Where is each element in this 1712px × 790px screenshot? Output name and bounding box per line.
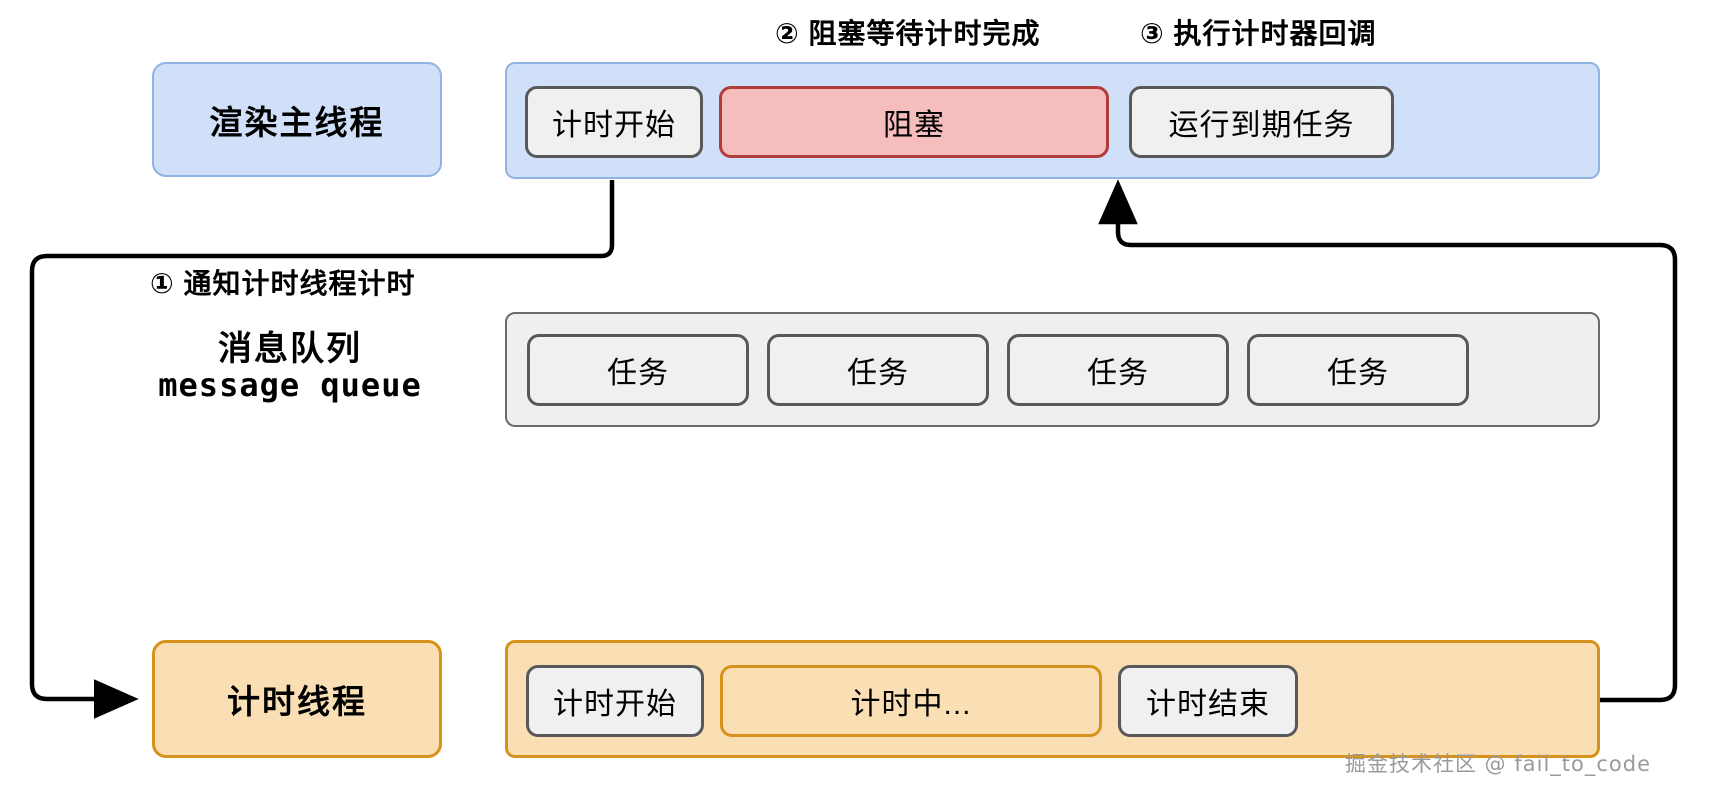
- lane-track-timer-thread: 计时开始 计时中... 计时结束: [505, 640, 1600, 758]
- watermark-text: 掘金技术社区 @ fail_to_code: [1345, 752, 1652, 776]
- queue-task-1[interactable]: 任务: [527, 334, 749, 406]
- queue-task-3[interactable]: 任务: [1007, 334, 1229, 406]
- lane-track-message-queue: 任务 任务 任务 任务: [505, 312, 1600, 427]
- main-chip-run-due-task[interactable]: 运行到期任务: [1129, 86, 1394, 158]
- main-chip-blocked[interactable]: 阻塞: [719, 86, 1109, 158]
- lane-track-main-thread: 计时开始 阻塞 运行到期任务: [505, 62, 1600, 179]
- message-queue-label-en: message queue: [158, 366, 422, 405]
- queue-task-4[interactable]: 任务: [1247, 334, 1469, 406]
- main-chip-timer-start[interactable]: 计时开始: [525, 86, 703, 158]
- message-queue-label-cn: 消息队列: [218, 330, 362, 368]
- timer-chip-end[interactable]: 计时结束: [1118, 665, 1298, 737]
- queue-task-2[interactable]: 任务: [767, 334, 989, 406]
- wire-timer-done-callback: [1098, 179, 1678, 703]
- timer-chip-counting[interactable]: 计时中...: [720, 665, 1102, 737]
- step-note-three: ③ 执行计时器回调: [1140, 18, 1377, 49]
- message-queue-label: 消息队列 message queue: [120, 330, 460, 404]
- lane-title-main-thread: 渲染主线程: [152, 62, 442, 177]
- wire-notify-timer-thread: [29, 180, 615, 719]
- step-note-two: ② 阻塞等待计时完成: [775, 18, 1041, 49]
- lane-title-timer-thread: 计时线程: [152, 640, 442, 758]
- step-note-one: ① 通知计时线程计时: [150, 268, 416, 299]
- timer-chip-start[interactable]: 计时开始: [526, 665, 704, 737]
